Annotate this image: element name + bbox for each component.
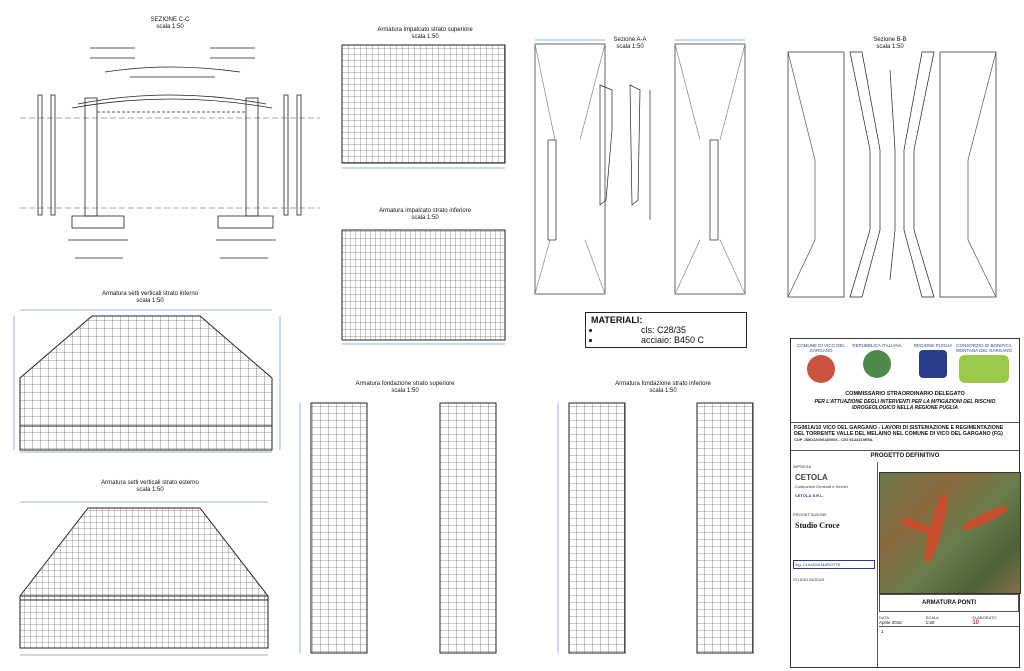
mission: PER L'ATTUAZIONE DEGLI INTERVENTI PER LA… [814, 399, 996, 411]
foundation-bottom-left [568, 402, 626, 654]
section-aa [534, 43, 746, 295]
wall-outer-mesh [19, 507, 269, 601]
title-block: COMUNE DI VICO DEL GARGANO REPUBBLICA IT… [790, 338, 1021, 668]
project-phase: PROGETTO DEFINITIVO [791, 450, 1019, 462]
republic-emblem-icon [863, 350, 891, 378]
section-cc [20, 47, 320, 259]
company-cetola: CETOLA [795, 473, 828, 482]
engineer-stamp: Ing. CLAUDIA MAROTTA [793, 560, 875, 569]
section-bb [787, 51, 997, 298]
consortium-logo-icon [959, 355, 1009, 383]
company-column: IMPRESA CETOLA Costruzioni Generali e Se… [791, 462, 878, 667]
foundation-bottom-right [696, 402, 754, 654]
material-concrete: cls: C28/35 [641, 325, 687, 335]
company-cetola-stamp: CETOLA S.R.L. [795, 493, 824, 498]
aerial-map [879, 472, 1021, 594]
commissioner: COMMISSARIO STRAORDINARIO DELEGATO [845, 391, 965, 397]
deck-bottom-mesh [341, 229, 506, 341]
logo-repubblica: REPUBBLICA ITALIANA [851, 343, 903, 378]
materials-box: MATERIALI: cls: C28/35 acciaio: B450 C [585, 312, 747, 348]
logo-consorzio: CONSORZIO DI BONIFICA MONTANA DEL GARGAN… [951, 343, 1017, 383]
drawing-title: ARMATURA PONTI [879, 594, 1019, 612]
logo-regione: REGIONE PUGLIA [907, 343, 959, 378]
town-crest-icon [807, 355, 835, 383]
wall-inner-mesh [19, 315, 273, 427]
material-steel: acciaio: B450 C [641, 335, 705, 345]
deck-top-mesh [341, 44, 506, 164]
foundation-top-left [310, 402, 368, 654]
region-crest-icon [919, 350, 947, 378]
materials-heading: MATERIALI: [591, 315, 643, 325]
project-title: FG081A/10 VICO DEL GARGANO - LAVORI DI S… [791, 422, 1019, 450]
company-studio-croce: Studio Croce [795, 521, 840, 530]
foundation-top-right [439, 402, 497, 654]
logo-comune: COMUNE DI VICO DEL GARGANO [795, 343, 847, 383]
studio-ingeas: STUDIO INGEAS [793, 577, 825, 582]
